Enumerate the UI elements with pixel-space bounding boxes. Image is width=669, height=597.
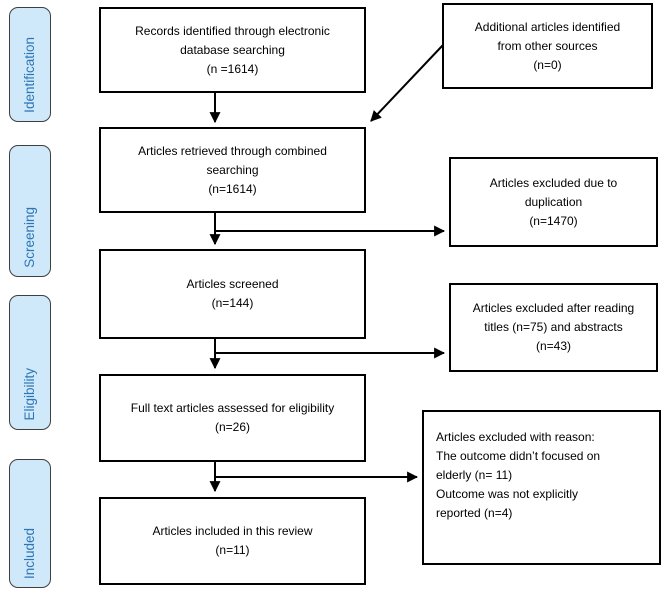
box-fulltext-assessed-text: Full text articles assessed for eligibil…: [130, 401, 335, 434]
box-records-identified: Records identified through electronic da…: [99, 7, 366, 93]
stage-identification: Identification: [9, 7, 51, 122]
box-excluded-duplication-text: Articles excluded due to duplication (n=…: [489, 175, 618, 228]
box-articles-included: Articles included in this review (n=11): [99, 497, 366, 585]
box-articles-retrieved: Articles retrieved through combined sear…: [99, 127, 366, 213]
box-excluded-titles-abstracts: Articles excluded after reading titles (…: [449, 283, 658, 372]
arrow-additional-to-retrieved: [370, 44, 444, 122]
box-excluded-titles-abstracts-text: Articles excluded after reading titles (…: [472, 301, 635, 353]
box-excluded-with-reason-text: Articles excluded with reason: The outco…: [436, 430, 601, 520]
box-articles-screened: Articles screened (n=144): [99, 249, 366, 339]
box-records-identified-text: Records identified through electronic da…: [135, 23, 330, 76]
stage-screening: Screening: [9, 145, 51, 277]
stage-eligibility: Eligibility: [9, 295, 51, 430]
stage-screening-label: Screening: [22, 207, 38, 268]
box-articles-screened-text: Articles screened (n=144): [186, 277, 279, 310]
box-articles-retrieved-text: Articles retrieved through combined sear…: [138, 143, 327, 196]
stage-eligibility-label: Eligibility: [22, 368, 38, 421]
stage-included-label: Included: [22, 527, 38, 579]
box-additional-articles: Additional articles identified from othe…: [442, 3, 653, 89]
stage-identification-label: Identification: [22, 37, 38, 113]
box-fulltext-assessed: Full text articles assessed for eligibil…: [99, 374, 366, 462]
box-additional-articles-text: Additional articles identified from othe…: [474, 19, 621, 72]
box-articles-included-text: Articles included in this review (n=11): [152, 524, 313, 557]
box-excluded-with-reason: Articles excluded with reason: The outco…: [422, 410, 661, 565]
box-excluded-duplication: Articles excluded due to duplication (n=…: [449, 157, 658, 247]
stage-included: Included: [9, 459, 51, 588]
